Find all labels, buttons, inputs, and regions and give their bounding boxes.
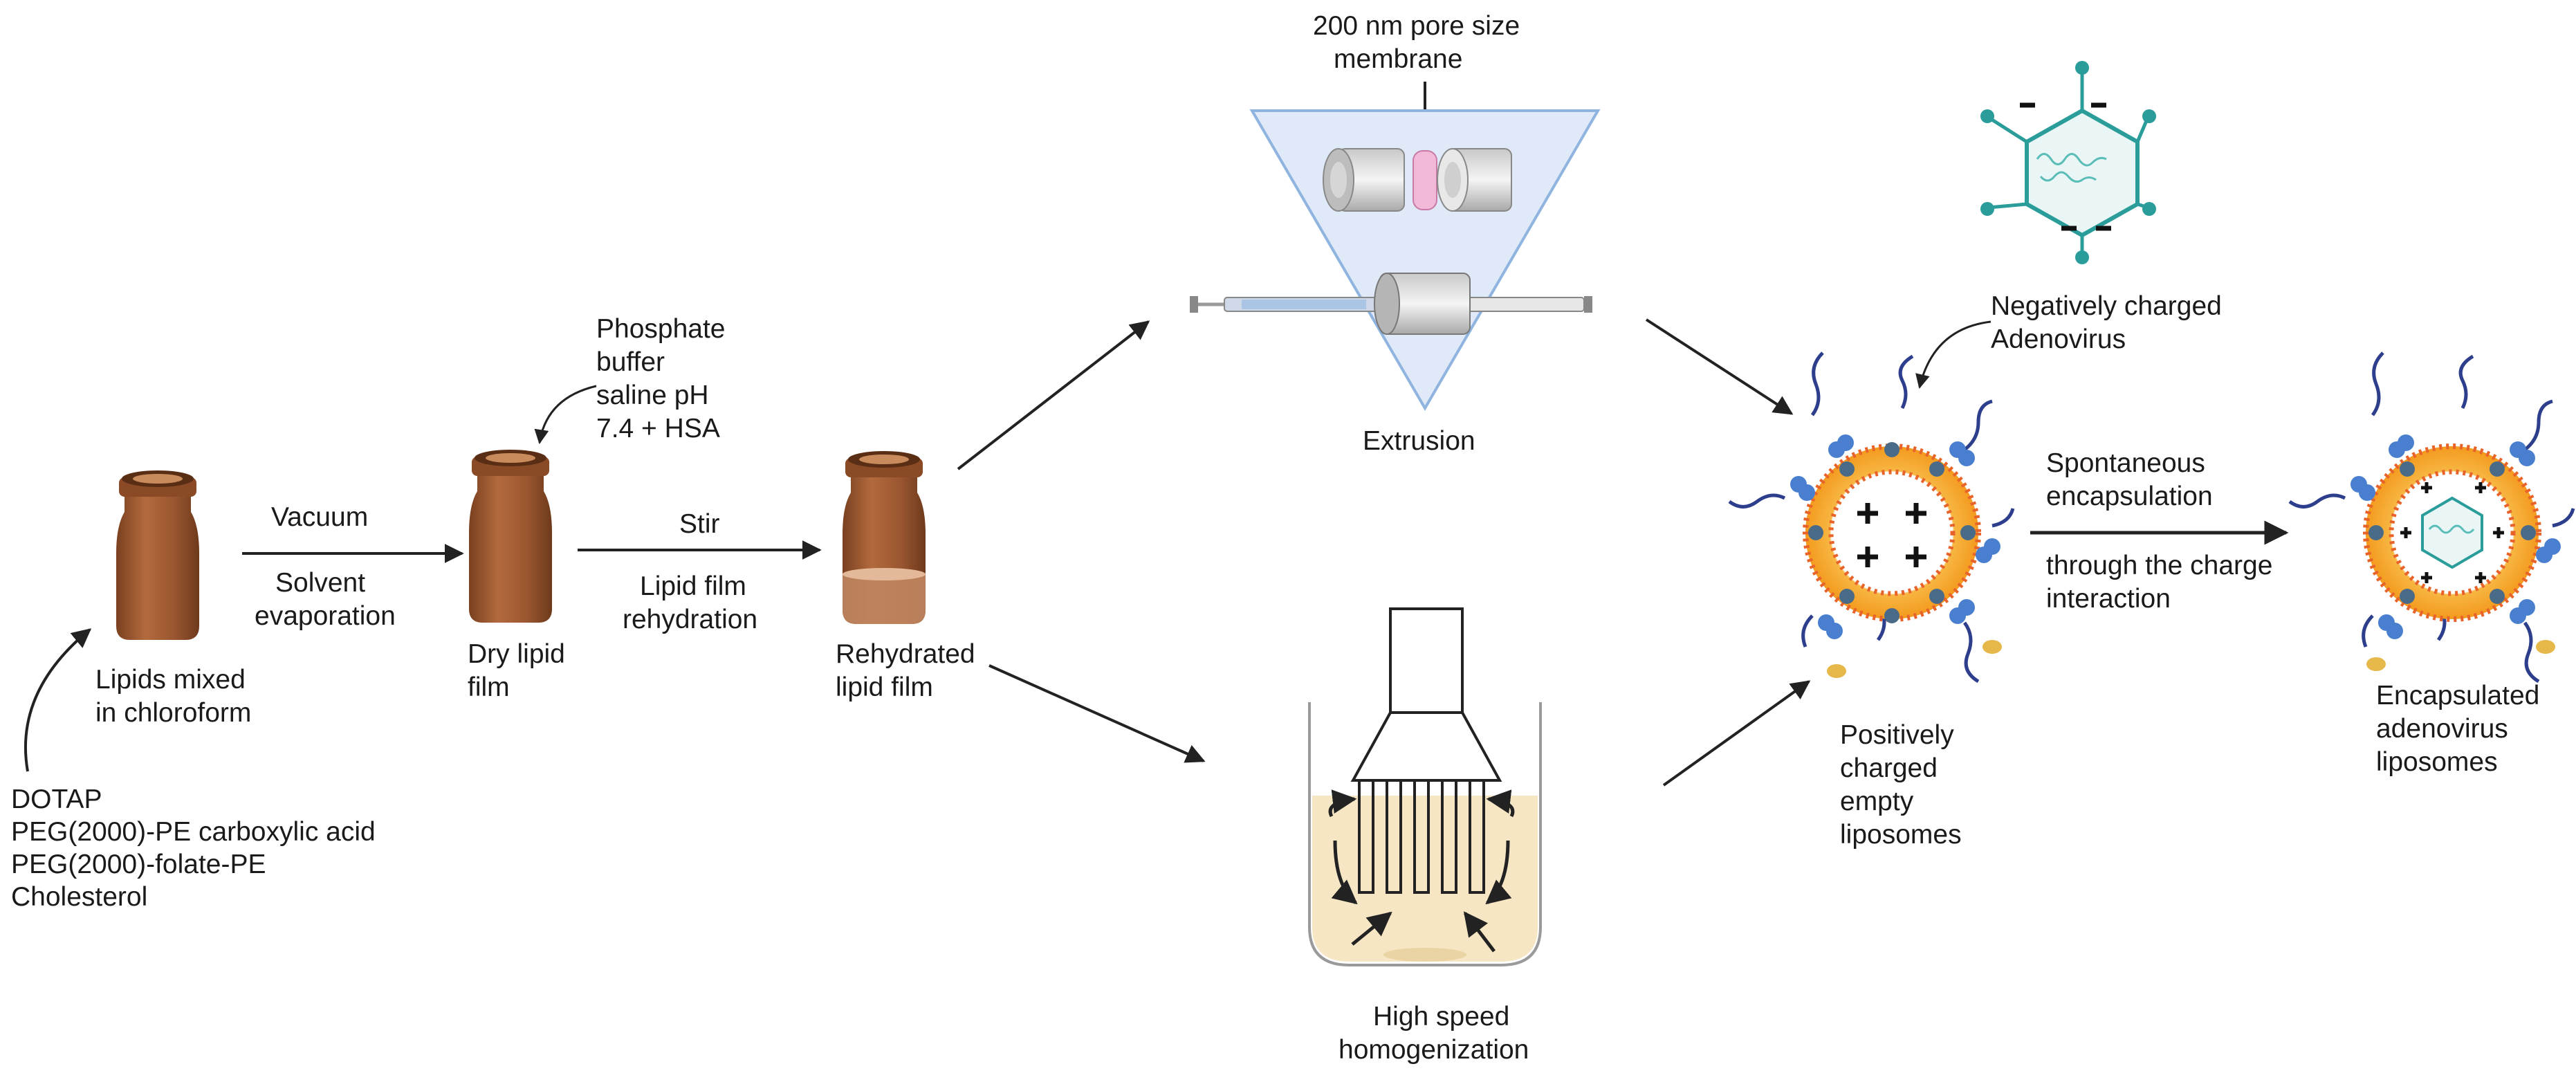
label-line: High speed (1373, 1002, 1509, 1031)
label-rehydrated-lipid-film: Rehydrated lipid film (836, 639, 975, 702)
label-line: 200 nm pore size (1313, 11, 1520, 41)
label-encapsulated-liposomes: Encapsulated adenovirus liposomes (2376, 681, 2539, 777)
lipid-dotap: DOTAP (11, 785, 102, 814)
label-line: saline pH (596, 380, 709, 410)
label-line: Encapsulated (2376, 681, 2539, 710)
label-line: homogenization (1338, 1035, 1529, 1065)
label-line: Adenovirus (1991, 324, 2126, 354)
label-lipids-mixed: Lipids mixed in chloroform (95, 665, 251, 728)
label-line: Spontaneous (2046, 448, 2205, 478)
liposome-positively-charged (1728, 351, 2015, 684)
label-line: encapsulation (2046, 482, 2213, 511)
label-line: film (468, 672, 510, 702)
lipid-cholesterol: Cholesterol (11, 882, 147, 912)
lipid-peg-pe-carboxylic: PEG(2000)-PE carboxylic acid (11, 817, 376, 847)
label-line: Lipid film (640, 571, 746, 601)
label-line: Positively (1840, 720, 1954, 750)
label-line: buffer (596, 347, 665, 377)
membrane-disc (1413, 150, 1437, 210)
label-line: Rehydrated (836, 639, 975, 669)
adenovirus-icon (1980, 61, 2156, 264)
label-line: Lipids mixed (95, 665, 246, 695)
label-extrusion: Extrusion (1363, 426, 1475, 456)
label-line: Dry lipid (468, 639, 565, 669)
lipid-components-list: DOTAP PEG(2000)-PE carboxylic acid PEG(2… (11, 785, 376, 912)
label-line: adenovirus (2376, 714, 2508, 744)
label-line: 7.4 + HSA (596, 414, 720, 443)
label-solvent-evaporation: Solvent evaporation (255, 568, 396, 631)
label-line: Negatively charged (1991, 291, 2222, 321)
homogenizer (1308, 607, 1542, 966)
label-positively-charged-liposomes: Positively charged empty liposomes (1840, 720, 1962, 850)
label-line: Phosphate (596, 314, 726, 344)
label-line: liposomes (1840, 820, 1962, 850)
label-line: liposomes (2376, 747, 2498, 777)
curved-arrow-adenovirus (1915, 320, 1991, 389)
vial-lipids-in-chloroform (116, 470, 199, 640)
label-vacuum: Vacuum (271, 502, 368, 532)
arrow-to-homogenization (988, 664, 1206, 763)
liposome-encapsulated (2288, 351, 2575, 684)
label-charge-interaction: through the charge interaction (2046, 551, 2272, 614)
label-line: interaction (2046, 584, 2171, 614)
arrow-homogenization-to-liposome (1662, 680, 1811, 787)
label-line: charged (1840, 753, 1938, 783)
label-stir: Stir (679, 509, 720, 539)
label-homogenization: High speed homogenization (1338, 1002, 1529, 1065)
label-line: empty (1840, 787, 1914, 816)
label-line: rehydration (623, 605, 757, 634)
label-negatively-charged-adenovirus: Negatively charged Adenovirus (1991, 291, 2222, 354)
curved-arrow-lipids (24, 628, 92, 772)
lipid-peg-folate-pe: PEG(2000)-folate-PE (11, 850, 266, 879)
label-spontaneous-encapsulation: Spontaneous encapsulation (2046, 448, 2213, 511)
curved-arrow-buffer (534, 385, 597, 445)
label-membrane: 200 nm pore size membrane (1313, 11, 1520, 74)
label-line: membrane (1334, 44, 1462, 74)
arrow-extrusion-to-liposome (1645, 318, 1794, 415)
vial-dry-lipid-film (469, 450, 552, 623)
label-line: evaporation (255, 601, 396, 631)
label-dry-lipid-film: Dry lipid film (468, 639, 565, 702)
arrow-to-extrusion (957, 320, 1150, 470)
label-lipid-film-rehydration: Lipid film rehydration (623, 571, 757, 634)
label-line: lipid film (836, 672, 933, 702)
vial-rehydrated (843, 451, 926, 624)
extrusion-setup (1190, 109, 1601, 411)
label-line: Solvent (275, 568, 365, 598)
label-line: in chloroform (95, 698, 251, 728)
label-phosphate-buffer: Phosphate buffer saline pH 7.4 + HSA (596, 314, 726, 443)
label-line: through the charge (2046, 551, 2272, 580)
